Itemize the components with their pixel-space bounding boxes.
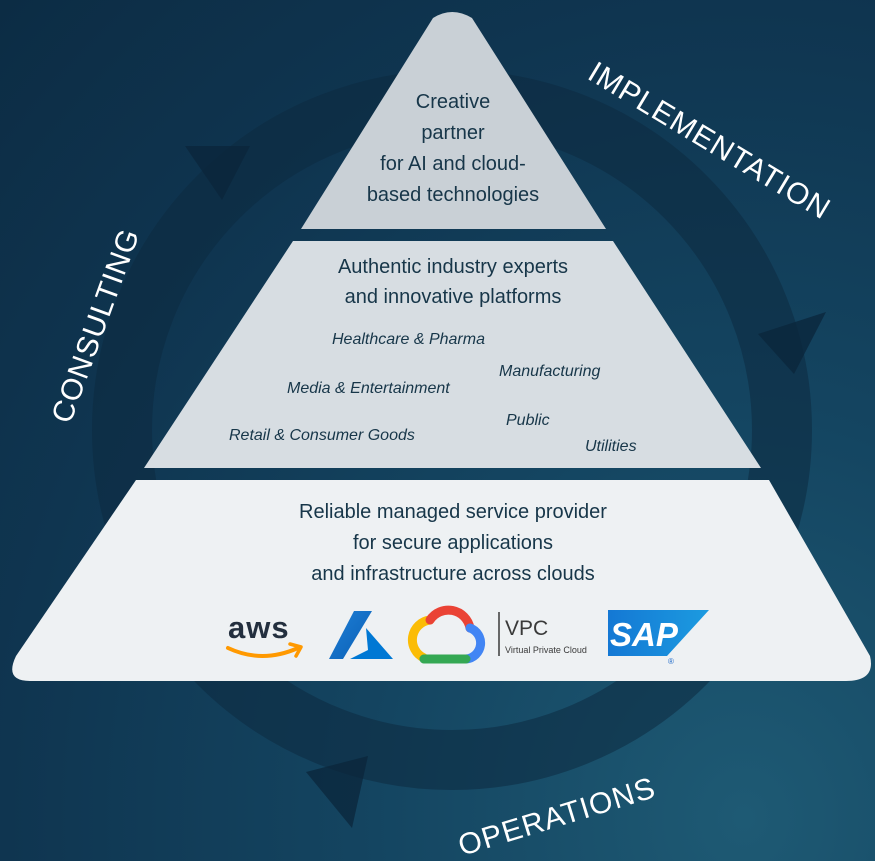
aws-logo-text: aws (228, 610, 290, 645)
google-cloud-icon (407, 605, 486, 664)
middle-tier-text: Authentic industry experts and innovativ… (229, 256, 637, 455)
industry-utilities: Utilities (585, 438, 637, 455)
vpc-title: VPC (505, 617, 548, 640)
top-tier-text: Creative partner for AI and cloud- based… (367, 91, 539, 206)
middle-line-2: and innovative platforms (345, 286, 562, 308)
bottom-tier-text: Reliable managed service provider for se… (299, 501, 607, 585)
top-line-3: for AI and cloud- (380, 153, 526, 175)
cycle-arrow-icon (185, 146, 250, 200)
bottom-line-3: and infrastructure across clouds (311, 563, 594, 585)
industry-healthcare: Healthcare & Pharma (332, 331, 485, 348)
pyramid-top-tier (301, 12, 606, 229)
middle-line-1: Authentic industry experts (338, 256, 568, 278)
sap-registered-mark: ® (668, 657, 674, 666)
industry-media: Media & Entertainment (287, 380, 450, 397)
top-line-1: Creative (416, 91, 490, 113)
bottom-line-2: for secure applications (353, 532, 553, 554)
pyramid-middle-tier (144, 241, 761, 468)
top-line-2: partner (421, 122, 485, 144)
vpc-subtitle: Virtual Private Cloud (505, 645, 587, 655)
aws-smile-icon (226, 646, 300, 658)
industry-manufacturing: Manufacturing (499, 363, 600, 380)
industry-public: Public (506, 412, 550, 429)
aws-logo: aws (226, 610, 303, 658)
sap-badge (608, 610, 709, 656)
vpc-logo: VPC Virtual Private Cloud (498, 612, 587, 656)
sap-logo: SAP ® (608, 610, 709, 666)
industry-retail: Retail & Consumer Goods (229, 427, 415, 444)
aws-arrow-icon (288, 642, 303, 658)
azure-icon (329, 611, 393, 659)
top-line-4: based technologies (367, 184, 539, 206)
bottom-line-1: Reliable managed service provider (299, 501, 607, 523)
cycle-arrow-icon (758, 312, 826, 374)
cycle-arrow-icon (306, 756, 368, 828)
sap-logo-text: SAP (610, 616, 679, 653)
